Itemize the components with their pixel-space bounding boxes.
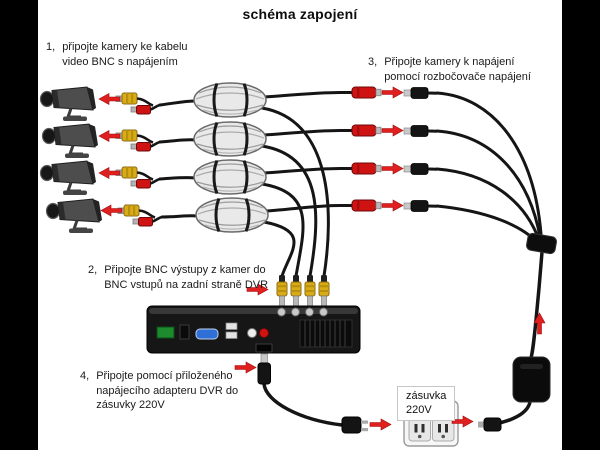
- power-jack-red: [338, 198, 383, 213]
- dc-plug: [402, 199, 439, 213]
- camera-icon: [41, 122, 100, 160]
- letterbox-left: [0, 0, 38, 450]
- bnc-power-connector-pair: [114, 165, 162, 190]
- camera-icon: [45, 197, 104, 235]
- power-jacks: [338, 85, 383, 213]
- adapter-socket-plug: [478, 417, 502, 432]
- red-arrow-camera-1-icon: [98, 93, 121, 105]
- cable-coil: [194, 196, 270, 234]
- dvr-power-plug: [257, 353, 271, 385]
- dc-plug: [402, 162, 439, 176]
- dvr-bnc-plugs: [276, 274, 330, 307]
- red-arrow-camera-4-icon: [100, 204, 123, 217]
- step-2-line-2: BNC vstupů na zadní straně DVR: [104, 278, 269, 291]
- step-1-line-2: video BNC s napájením: [62, 55, 178, 68]
- bnc-plug: [276, 274, 288, 307]
- dvr-unit: [146, 305, 361, 354]
- step-2-number: 2,: [88, 264, 98, 276]
- bnc-plug: [304, 274, 316, 307]
- step-3-line-2: pomocí rozbočovače napájení: [384, 70, 531, 83]
- red-arrow-power-2-icon: [381, 124, 404, 137]
- power-jack-red: [338, 85, 383, 100]
- power-splitter-junction: [526, 232, 557, 255]
- socket-label: zásuvka 220V: [397, 386, 456, 421]
- dc-plug: [402, 124, 439, 138]
- socket-label-line-1: zásuvka: [406, 390, 447, 402]
- red-arrow-power-4-icon: [381, 199, 404, 212]
- step-1-line-1: připojte kamery ke kabelu: [62, 41, 188, 53]
- page-title: schéma zapojení: [242, 6, 358, 22]
- step-4-line-3: zásuvky 220V: [96, 399, 165, 411]
- red-arrow-socket-left-icon: [369, 418, 392, 431]
- red-arrow-power-3-icon: [381, 162, 404, 175]
- camera-icon: [39, 85, 98, 123]
- step-4: 4, Připojte pomocí přiloženého napájecíh…: [80, 369, 238, 413]
- bnc-plug: [290, 274, 302, 307]
- red-arrow-power-1-icon: [381, 86, 404, 99]
- power-jack-red: [338, 161, 383, 176]
- step-4-line-2: napájecího adapteru DVR do: [96, 384, 239, 397]
- red-arrow-dvr-power-icon: [234, 361, 257, 374]
- bnc-power-connector-pair: [114, 128, 162, 153]
- power-jack-red: [338, 123, 383, 138]
- cable-coil: [192, 81, 268, 119]
- red-arrow-camera-3-icon: [98, 167, 121, 179]
- power-adapter: [512, 356, 551, 403]
- step-3: 3, Připojte kamery k napájení pomocí roz…: [368, 55, 531, 84]
- step-1: 1, připojte kamery ke kabelu video BNC s…: [46, 40, 188, 69]
- dvr-socket-plug: [341, 416, 368, 434]
- camera-icon: [39, 159, 98, 197]
- step-4-number: 4,: [80, 370, 90, 382]
- letterbox-right: [562, 0, 600, 450]
- socket-label-line-2: 220V: [406, 404, 432, 416]
- splitter-plugs: [402, 86, 439, 213]
- step-2-line-1: Připojte BNC výstupy z kamer do: [104, 264, 266, 276]
- cameras: [39, 85, 104, 235]
- step-4-line-1: Připojte pomocí přiloženého: [96, 370, 233, 382]
- step-3-number: 3,: [368, 56, 378, 68]
- bnc-power-connector-pair: [114, 91, 162, 116]
- camera-connectors: [114, 91, 164, 228]
- red-arrow-camera-2-icon: [98, 130, 121, 142]
- cable-coil: [192, 120, 268, 158]
- bnc-power-connector-pair: [116, 203, 164, 228]
- step-1-number: 1,: [46, 41, 56, 53]
- step-3-line-1: Připojte kamery k napájení: [384, 56, 515, 68]
- step-2: 2, Připojte BNC výstupy z kamer do BNC v…: [88, 263, 268, 292]
- cable-coils: [192, 81, 270, 234]
- cable-coil: [192, 158, 268, 196]
- bnc-plug: [318, 274, 330, 307]
- dc-plug: [402, 86, 439, 100]
